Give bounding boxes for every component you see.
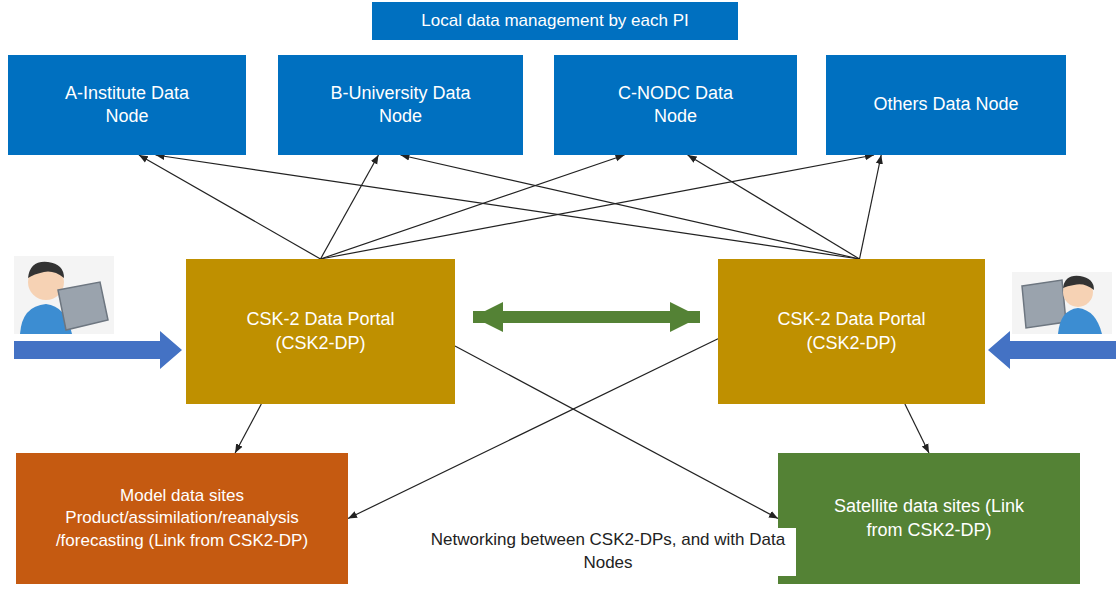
user-icon — [14, 256, 114, 334]
node-text: CSK-2 Data Portal (CSK2-DP) — [752, 308, 952, 355]
node-text: CSK-2 Data Portal (CSK2-DP) — [221, 308, 421, 355]
user-arrow — [988, 331, 1116, 369]
hair — [28, 262, 64, 278]
data-node-box: A-Institute Data Node — [8, 55, 246, 155]
user-icon — [1012, 272, 1112, 334]
connector-arrow — [321, 155, 379, 259]
node-text: Others Data Node — [873, 93, 1018, 116]
heading-box: Local data management by each PI — [372, 2, 738, 40]
laptop — [1022, 280, 1066, 328]
node-text: A-Institute Data Node — [52, 82, 202, 129]
node-text: Local data management by each PI — [421, 10, 688, 32]
node-text: C-NODC Data Node — [601, 82, 751, 129]
node-text: Model data sites Product/assimilation/re… — [27, 485, 337, 551]
connector-arrow — [235, 404, 261, 453]
portal-box: CSK-2 Data Portal (CSK2-DP) — [718, 259, 985, 404]
data-node-box: C-NODC Data Node — [554, 55, 797, 155]
data-node-box: B-University Data Node — [278, 55, 523, 155]
connector-arrow — [139, 155, 321, 259]
node-text: B-University Data Node — [316, 82, 486, 129]
icon-ground — [1012, 272, 1112, 334]
caption-note: Networking between CSK2-DPs, and with Da… — [420, 528, 796, 576]
connector-arrow — [905, 404, 929, 453]
satellite-site-box: Satellite data sites (Link from CSK2-DP) — [778, 453, 1080, 584]
hair — [1063, 276, 1094, 290]
data-node-box: Others Data Node — [826, 55, 1066, 155]
portal-link-arrow — [473, 311, 700, 323]
body — [1058, 308, 1102, 334]
connector-arrow — [401, 155, 860, 259]
model-site-box: Model data sites Product/assimilation/re… — [16, 453, 348, 584]
icon-ground — [14, 256, 114, 334]
connector-arrow — [321, 155, 875, 259]
portal-box: CSK-2 Data Portal (CSK2-DP) — [186, 259, 455, 404]
connector-arrow — [688, 155, 860, 259]
connector-arrow — [860, 155, 882, 259]
connector-arrow — [156, 155, 860, 259]
node-text: Satellite data sites (Link from CSK2-DP) — [819, 495, 1039, 542]
user-arrow — [14, 331, 182, 369]
connector-arrow — [321, 155, 625, 259]
laptop — [58, 282, 108, 330]
